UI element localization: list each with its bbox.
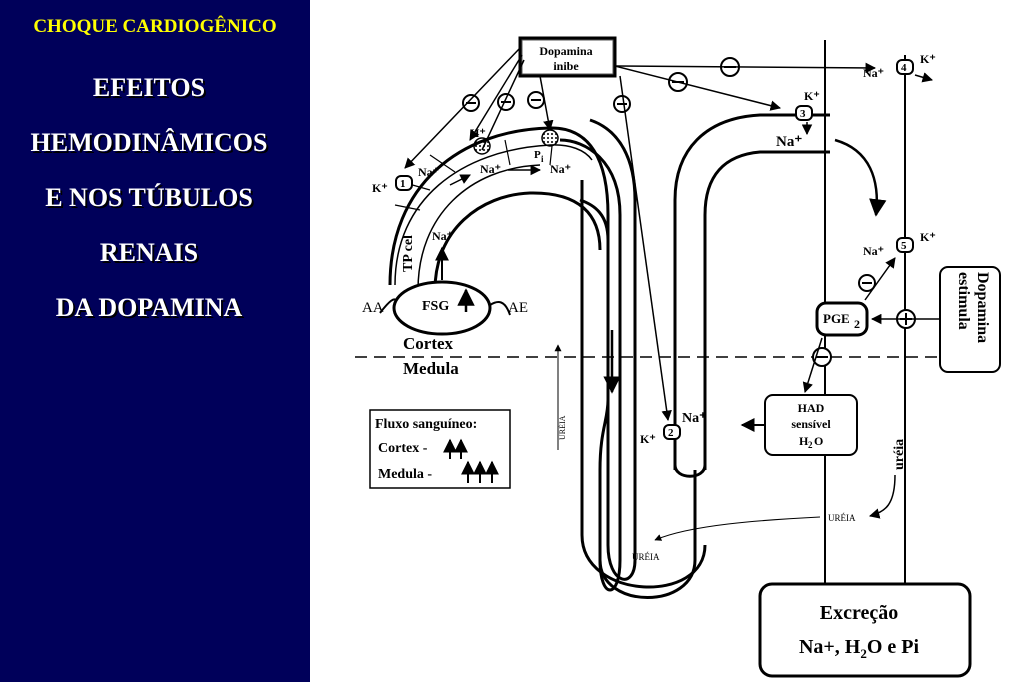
ureia-duct-label: uréia — [892, 439, 907, 470]
tp-cel-label: TP cel — [401, 235, 416, 272]
cortex-label: Cortex — [403, 334, 454, 353]
excrecao-title: Excreção — [820, 602, 899, 624]
h-ion-label: H⁺ — [470, 126, 486, 140]
ureia-right-label: URÉIA — [828, 513, 856, 523]
pi-ion-label: P — [534, 149, 541, 161]
medula-label: Medula — [403, 359, 459, 378]
pge2-box — [815, 301, 869, 337]
tp-cell-layer — [417, 164, 541, 291]
had-label: HAD — [798, 401, 825, 415]
transporter-number: 2 — [668, 427, 674, 439]
transporter-number: 1 — [400, 178, 406, 190]
inhibit-symbol — [858, 274, 876, 292]
dopamina-estimula-line2: estimula — [955, 272, 972, 330]
ascending-limb — [673, 113, 830, 470]
k-ion-label: K⁺ — [640, 432, 656, 446]
slide-heading: EFEITOS HEMODINÂMICOS E NOS TÚBULOS RENA… — [0, 60, 298, 335]
loop-bottom — [673, 464, 707, 478]
transporter-number: 5 — [901, 240, 907, 252]
heading-line: RENAIS — [99, 238, 199, 267]
k-ion-label: K⁺ — [920, 52, 936, 66]
proximal-tubule-outer — [388, 118, 637, 581]
transporter-2 — [663, 424, 681, 440]
inhibit-symbol — [613, 95, 631, 113]
ascending-limb-inner — [703, 150, 830, 470]
ureia-bottom-label: URÉIA — [632, 552, 660, 562]
transporter-4 — [896, 59, 914, 75]
dopamina-estimula-box — [939, 266, 1001, 373]
had-h2o-o: O — [814, 434, 823, 448]
na-ion-label: Na⁺ — [480, 162, 501, 176]
inhibit-symbol — [527, 91, 545, 109]
na-ion-label: Na⁺ — [863, 244, 884, 258]
transporter-5 — [896, 237, 914, 253]
dopamina-inibe-line1: Dopamina — [539, 44, 592, 58]
na-ion-label: Na⁺ — [432, 229, 453, 243]
had-label-line2: sensível — [791, 417, 831, 431]
k-ion-label: K⁺ — [920, 230, 936, 244]
pi-ion-subscript: i — [541, 154, 544, 164]
heading-line: E NOS TÚBULOS — [45, 183, 253, 212]
heading-line: DA DOPAMINA — [55, 293, 243, 322]
pge2-label: PGE — [823, 311, 850, 326]
pge2-subscript: 2 — [854, 317, 860, 331]
transporter-number: 4 — [901, 62, 907, 74]
title-panel: CHOQUE CARDIOGÊNICO EFEITOS HEMODINÂMICO… — [0, 0, 310, 682]
ureia-vertical-label: URÉIA — [557, 415, 567, 440]
had-h2o-sub: 2 — [808, 440, 813, 450]
dopamina-estimula-line1: Dopamina — [974, 272, 991, 343]
fluxo-title: Fluxo sanguíneo: — [375, 417, 477, 432]
aa-label: AA — [362, 300, 384, 316]
fluxo-medula: Medula - — [378, 467, 432, 482]
k-ion-label: K⁺ — [372, 181, 388, 195]
excrecao-line2: Na+, H2O e Pi — [799, 636, 920, 661]
excrecao-line2-b: O e Pi — [867, 636, 920, 658]
fluxo-cortex: Cortex - — [378, 441, 428, 456]
na-ion-label: Na⁺ — [550, 162, 571, 176]
pi-transporter — [541, 129, 559, 147]
loop-of-henle — [579, 198, 697, 599]
na-ion-label: Na⁺ — [418, 165, 439, 179]
transporter-3 — [795, 105, 813, 121]
heading-line: EFEITOS — [92, 73, 206, 102]
na-ion-label: Na⁺ — [776, 134, 802, 150]
na-ion-label: Na⁺ — [863, 66, 884, 80]
dopamina-inibe-line2: inibe — [553, 59, 579, 73]
nephron-diagram: FSG AA AE Cortex Medula TP cel Na⁺ Dopam… — [310, 0, 1023, 682]
ae-label: AE — [508, 300, 528, 316]
loop-outer — [580, 180, 707, 589]
nephron-svg: FSG AA AE Cortex Medula TP cel Na⁺ Dopam… — [355, 36, 1001, 678]
excrecao-line2-a: Na+, H — [799, 636, 861, 658]
inhibit-symbol — [462, 94, 480, 112]
transporter-1 — [395, 175, 413, 191]
transporter-number: 3 — [800, 108, 806, 120]
na-ion-label: Na⁺ — [682, 411, 707, 426]
heading-line: HEMODINÂMICOS — [30, 128, 268, 157]
descending-limb — [559, 138, 622, 592]
tp-cell-layer — [394, 144, 593, 286]
fsg-label: FSG — [422, 299, 449, 314]
excrecao-line2-sub: 2 — [860, 646, 867, 661]
slide-subtitle: CHOQUE CARDIOGÊNICO — [33, 16, 277, 37]
fluxo-legend-box — [369, 409, 511, 489]
inhibit-symbol — [497, 93, 515, 111]
k-ion-label: K⁺ — [804, 89, 820, 103]
had-h2o-h: H — [799, 434, 809, 448]
proximal-tubule-inner — [433, 191, 602, 291]
h-transporter — [473, 137, 491, 155]
excrecao-box — [758, 582, 972, 678]
